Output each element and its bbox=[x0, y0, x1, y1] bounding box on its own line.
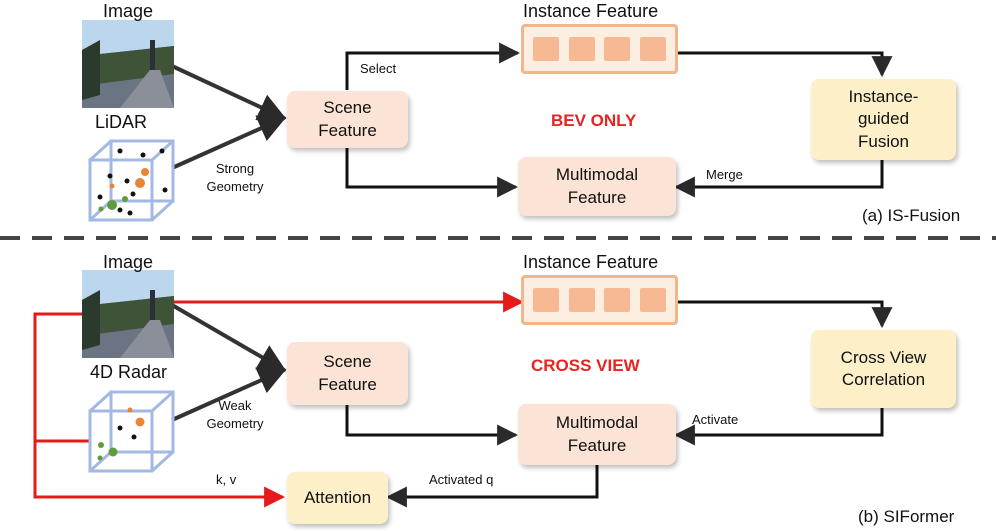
scene-to-instance-arrow bbox=[345, 42, 521, 90]
image-to-scene-arrow bbox=[171, 64, 287, 121]
radar-label: 4D Radar bbox=[90, 362, 168, 382]
bottom-multimodal-feature-box: Multimodal Feature bbox=[518, 404, 676, 465]
top-connectors bbox=[171, 42, 893, 198]
instance-cell bbox=[568, 37, 595, 61]
bottom-instance-feature-block bbox=[521, 275, 678, 325]
bottom-street-image bbox=[82, 270, 174, 358]
top-instance-feature-label: Instance Feature bbox=[523, 1, 659, 21]
instance-cell bbox=[568, 288, 595, 312]
is-fusion-caption: (a) IS-Fusion bbox=[862, 206, 961, 225]
bottom-connectors bbox=[33, 291, 893, 508]
top-multimodal-feature-box: Multimodal Feature bbox=[518, 157, 676, 216]
lidar-points bbox=[97, 148, 168, 216]
attention-box: Attention bbox=[287, 472, 388, 524]
scene-to-multimodal-arrow-b bbox=[345, 405, 519, 446]
radar-to-scene-arrow bbox=[171, 367, 287, 422]
scene-to-multimodal-arrow bbox=[345, 148, 519, 198]
lidar-to-scene-arrow bbox=[171, 115, 287, 170]
instance-cell bbox=[639, 288, 666, 312]
instance-to-correlation-arrow bbox=[678, 300, 893, 329]
bottom-image-label: Image bbox=[103, 252, 154, 272]
radar-cube bbox=[88, 390, 175, 473]
instance-cell bbox=[604, 37, 631, 61]
radar-points bbox=[97, 407, 145, 461]
bottom-scene-feature-box: Scene Feature bbox=[287, 342, 408, 405]
instance-guided-fusion-box: Instance-guided Fusion bbox=[811, 79, 956, 160]
fusion-to-multimodal-arrow bbox=[673, 160, 884, 198]
bottom-instance-feature-label: Instance Feature bbox=[523, 252, 659, 272]
weak-geometry-label: Weak Geometry bbox=[206, 398, 264, 431]
correlation-to-multimodal-arrow bbox=[673, 408, 884, 446]
siformer-caption: (b) SIFormer bbox=[858, 507, 955, 526]
top-scene-feature-box: Scene Feature bbox=[287, 91, 408, 148]
cross-view-correlation-box: Cross View Correlation bbox=[811, 330, 956, 408]
multimodal-to-attention-arrow bbox=[385, 465, 599, 508]
select-label: Select bbox=[360, 61, 397, 76]
top-image-label: Image bbox=[103, 1, 154, 21]
activate-label: Activate bbox=[692, 412, 739, 427]
top-street-image bbox=[82, 20, 174, 108]
instance-to-fusion-arrow bbox=[678, 51, 893, 78]
kv-label: k, v bbox=[216, 472, 237, 487]
instance-cell bbox=[533, 37, 560, 61]
lidar-label: LiDAR bbox=[95, 112, 148, 132]
bev-only-label: BEV ONLY bbox=[551, 111, 637, 130]
activated-q-label: Activated q bbox=[429, 472, 494, 487]
image-kv-red-path bbox=[33, 312, 286, 508]
merge-label: Merge bbox=[706, 167, 743, 182]
instance-cell bbox=[533, 288, 560, 312]
cross-view-label: CROSS VIEW bbox=[531, 356, 640, 375]
strong-geometry-label: Strong Geometry bbox=[206, 161, 264, 194]
instance-cell bbox=[604, 288, 631, 312]
image-to-scene-arrow-b bbox=[170, 303, 287, 372]
instance-cell bbox=[639, 37, 666, 61]
top-instance-feature-block bbox=[521, 24, 678, 74]
